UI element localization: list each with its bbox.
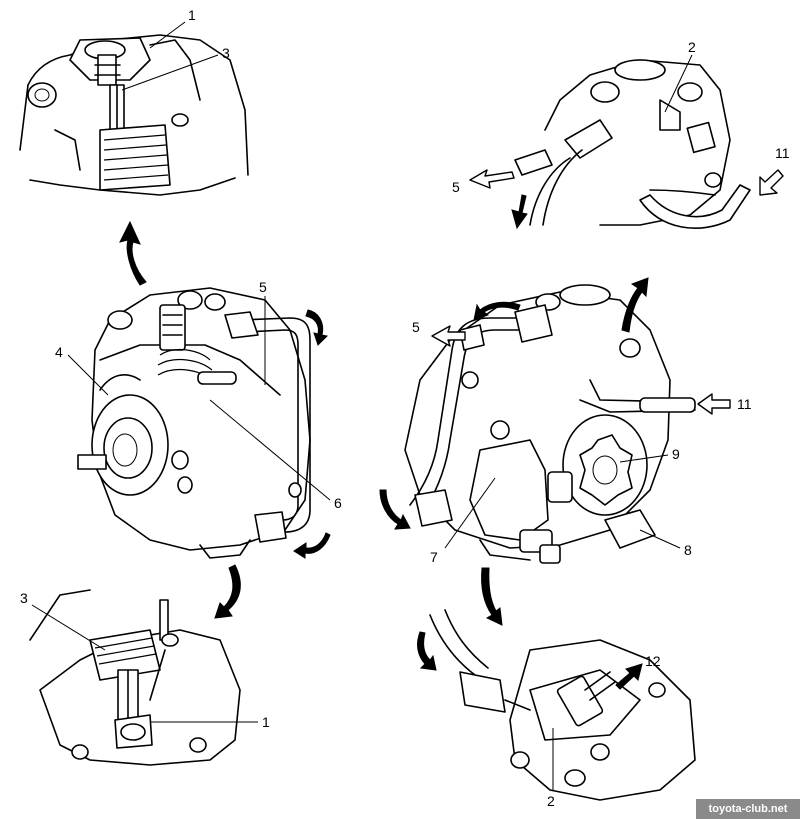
callout-label-tl-3: 3 <box>222 45 230 61</box>
flow-arrow-5-icon <box>469 169 515 189</box>
callout-line-tl-3 <box>121 54 219 91</box>
callout-line-tl-1 <box>149 21 186 49</box>
arrow-down-right-icon <box>481 567 503 626</box>
flow-arrow-11-icon <box>759 169 784 196</box>
callout-line-ml-4 <box>67 354 109 396</box>
callout-label-tl-1: 1 <box>188 7 196 23</box>
pipe-arrow-top-right-icon <box>473 301 521 321</box>
callout-label-tr-5: 5 <box>452 179 460 195</box>
arrow-down-tr-icon <box>511 194 528 230</box>
arrow-out-12-icon <box>615 663 643 690</box>
detail-top-right: 2 5 11 <box>452 39 790 230</box>
callout-line-mr-8 <box>639 529 681 549</box>
callout-label-br-12: 12 <box>645 653 661 669</box>
callout-line-bl-3 <box>31 604 106 651</box>
callout-line-tr-2 <box>664 54 693 113</box>
pump-main-right: 5 11 9 7 8 <box>379 277 752 565</box>
callout-label-bl-3: 3 <box>20 590 28 606</box>
callout-label-mr-5: 5 <box>412 319 420 335</box>
callout-label-mr-7: 7 <box>430 549 438 565</box>
pump-main-left: 4 5 6 <box>55 279 342 559</box>
detail-top-left: 1 3 <box>19 7 249 196</box>
detail-bottom-right: 12 2 <box>417 609 696 809</box>
arrow-up-right-icon <box>621 277 649 333</box>
callout-label-tr-2: 2 <box>688 39 696 55</box>
pipe-arrow-bottom-icon <box>293 532 331 559</box>
callout-line-mr-9 <box>619 454 669 463</box>
callout-line-mr-7 <box>444 477 496 549</box>
callout-label-mr-11: 11 <box>737 396 752 412</box>
callout-label-mr-9: 9 <box>672 446 680 462</box>
pipe-arrow-bottom-right-icon <box>379 489 411 530</box>
callout-label-mr-8: 8 <box>684 542 692 558</box>
watermark-badge: toyota-club.net <box>696 799 800 819</box>
callout-label-ml-4: 4 <box>55 344 63 360</box>
flow-arrow-11-right-icon <box>697 393 731 415</box>
pipe-arrow-top-icon <box>305 309 329 346</box>
pipe-arrow-br-icon <box>417 631 437 671</box>
callout-label-tr-11: 11 <box>775 145 790 161</box>
flow-arrow-5-right-icon <box>431 325 466 347</box>
arrow-up-left-icon <box>119 220 147 286</box>
callout-label-br-2: 2 <box>547 793 555 809</box>
detail-bottom-left: 3 1 <box>20 589 270 766</box>
arrow-down-left-icon <box>214 564 241 619</box>
callout-line-ml-6 <box>209 399 331 501</box>
callout-label-bl-1: 1 <box>262 714 270 730</box>
callout-label-ml-5: 5 <box>259 279 267 295</box>
callout-label-ml-6: 6 <box>334 495 342 511</box>
